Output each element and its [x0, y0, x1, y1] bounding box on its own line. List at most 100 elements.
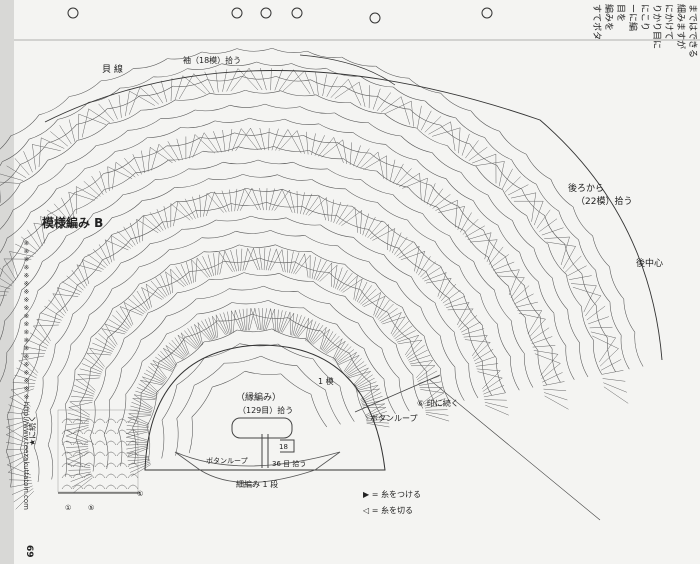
stitch-stroke — [13, 488, 34, 503]
stitch-stroke — [274, 68, 283, 91]
stitch-stroke — [61, 281, 82, 293]
stitch-stroke — [367, 220, 383, 238]
chain-arc — [523, 353, 534, 388]
stitch-stroke — [279, 311, 287, 333]
stitch-stroke — [278, 69, 294, 91]
top-mark-circle — [369, 12, 381, 24]
stitch-stroke — [482, 377, 503, 392]
stitch-stroke — [404, 334, 420, 356]
stitch-stroke — [465, 225, 485, 238]
stitch-stroke — [177, 334, 189, 356]
stitch-stroke — [140, 380, 159, 394]
stitch-stroke — [66, 446, 89, 448]
stitch-stroke — [426, 278, 452, 284]
chain-arc — [21, 378, 29, 414]
stitch-stroke — [107, 166, 133, 179]
chain-arc — [440, 124, 470, 145]
stitch-stroke — [424, 392, 445, 405]
stitch-stroke — [493, 261, 515, 271]
stitch-stroke — [356, 388, 380, 393]
stitch-stroke — [75, 377, 100, 380]
stitch-stroke — [483, 385, 505, 395]
stitch-stroke — [588, 316, 609, 325]
chain-arc — [550, 179, 574, 208]
stitch-stroke — [490, 254, 509, 268]
chain-arc — [166, 137, 201, 147]
swatch-arc — [72, 462, 84, 468]
stitch-stroke — [75, 186, 98, 199]
stitch-stroke — [462, 328, 485, 335]
chain-arc — [270, 230, 305, 237]
chain-arc — [57, 102, 89, 120]
stitch-stroke — [251, 188, 261, 211]
stitch-stroke — [510, 277, 525, 299]
chain-arc — [133, 58, 168, 69]
chain-arc — [187, 63, 222, 70]
stitch-stroke — [287, 129, 302, 154]
stitch-stroke — [355, 381, 377, 390]
chain-arc — [508, 286, 526, 318]
stitch-stroke — [572, 286, 602, 297]
stitch-stroke — [399, 172, 420, 187]
chain-arc — [280, 90, 316, 97]
stitch-stroke — [130, 405, 152, 412]
chain-arc — [497, 324, 511, 357]
stitch-stroke — [247, 308, 252, 331]
chain-arc — [377, 202, 408, 221]
stitch-stroke — [6, 419, 29, 428]
pick-36-label: 36 目 拾う — [272, 459, 306, 468]
stitch-stroke — [603, 382, 627, 393]
stitch-stroke — [304, 70, 315, 95]
stitch-stroke — [27, 229, 41, 249]
stitch-stroke — [9, 479, 32, 481]
stitch-stroke — [128, 413, 150, 425]
stitch-stroke — [206, 193, 224, 213]
back-pick-label-1: 後ろから — [568, 182, 604, 194]
stitch-stroke — [145, 283, 152, 308]
stitch-stroke — [293, 69, 311, 95]
swatch-arc — [105, 429, 117, 435]
chain-arc — [4, 289, 22, 321]
stitch-stroke — [213, 131, 222, 153]
stitch-stroke — [219, 313, 229, 335]
stitch-stroke — [0, 291, 9, 293]
stitch-stroke — [204, 71, 215, 93]
chain-arc — [345, 188, 378, 203]
stitch-stroke — [438, 206, 465, 213]
stitch-stroke — [419, 173, 422, 201]
chain-arc — [497, 225, 520, 253]
chain-arc — [96, 130, 128, 146]
stitch-stroke — [204, 318, 215, 340]
stitch-stroke — [15, 243, 36, 255]
swatch-arc — [116, 440, 128, 446]
stitch-stroke — [193, 73, 211, 94]
stitch-stroke — [369, 224, 389, 240]
stitch-stroke — [411, 100, 414, 127]
stitch-stroke — [420, 110, 432, 131]
stitch-stroke — [326, 340, 346, 355]
stitch-stroke — [194, 324, 202, 346]
stitch-stroke — [529, 318, 546, 338]
chain-arc — [216, 313, 253, 322]
chain-arc — [469, 143, 497, 166]
stitch-stroke — [242, 248, 248, 271]
stitch-stroke — [125, 440, 149, 444]
chain-arc — [93, 194, 124, 214]
chain-arc — [473, 261, 495, 291]
stitch-stroke — [12, 382, 36, 384]
stitch-stroke — [178, 73, 195, 100]
stitch-stroke — [170, 203, 191, 221]
chain-arc — [384, 113, 417, 129]
stitch-stroke — [239, 187, 253, 211]
stitch-stroke — [46, 209, 67, 224]
chain-arc — [158, 271, 190, 289]
stitch-stroke — [462, 218, 479, 235]
chain-arc — [176, 357, 205, 386]
stitch-stroke — [86, 352, 104, 369]
stitch-stroke — [7, 454, 29, 466]
swatch-arc — [127, 462, 139, 468]
chain-arc — [105, 338, 125, 369]
stitch-stroke — [363, 295, 386, 308]
chain-arc — [25, 233, 49, 261]
